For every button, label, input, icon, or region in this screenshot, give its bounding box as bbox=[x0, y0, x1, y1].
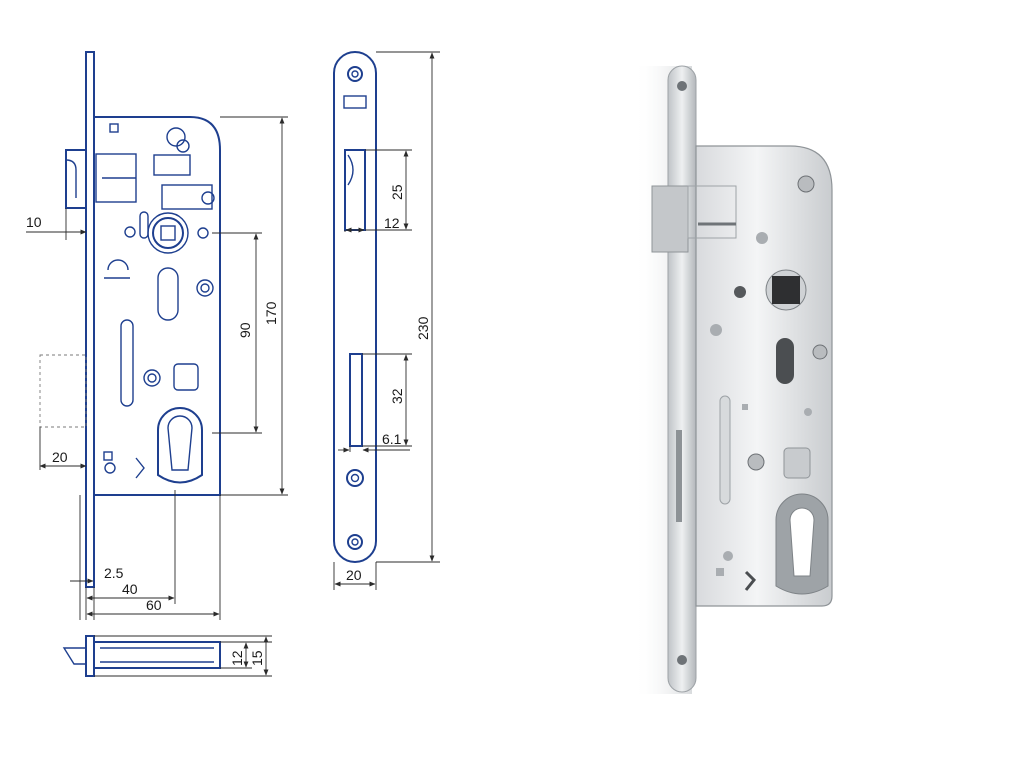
cylinder-cutout bbox=[157, 407, 203, 484]
latch-slot bbox=[344, 149, 366, 231]
dim-latch-projection: 10 bbox=[26, 214, 42, 230]
dim-center-distance: 90 bbox=[237, 322, 253, 338]
latch-bolt bbox=[65, 149, 87, 209]
dim-plate-thickness: 15 bbox=[249, 650, 265, 666]
photo-latch bbox=[651, 185, 689, 253]
dim-lock-height: 170 bbox=[263, 301, 279, 325]
photo-faceplate bbox=[667, 65, 697, 693]
dim-case-depth: 60 bbox=[146, 597, 162, 613]
follower-hub bbox=[152, 217, 184, 249]
dim-total-length: 230 bbox=[415, 316, 431, 340]
dim-plate-width: 20 bbox=[346, 567, 362, 583]
faceplate-view bbox=[333, 51, 377, 563]
lock-case bbox=[94, 116, 221, 496]
dim-case-thickness: 12 bbox=[229, 650, 245, 666]
dim-bolt-slot-height: 32 bbox=[389, 388, 405, 404]
front-view bbox=[39, 51, 221, 588]
mortise-lock-photo bbox=[634, 65, 833, 694]
faceplate-side bbox=[85, 51, 95, 588]
faceplate-front bbox=[333, 51, 377, 563]
bolt-slot bbox=[349, 353, 363, 447]
front-dimensions: 10 20 170 90 2.5 40 60 bbox=[26, 116, 288, 620]
dim-bolt-slot-width: 6.1 bbox=[382, 431, 402, 447]
dim-bolt-projection: 20 bbox=[52, 449, 68, 465]
bottom-view: 12 15 bbox=[62, 635, 272, 677]
dim-backset: 40 bbox=[122, 581, 138, 597]
hidden-deadbolt bbox=[39, 354, 87, 428]
dim-faceplate-thickness: 2.5 bbox=[104, 565, 124, 581]
dim-latch-slot-width: 12 bbox=[384, 215, 400, 231]
dim-latch-slot-height: 25 bbox=[389, 184, 405, 200]
faceplate-dimensions: 25 12 230 32 6.1 20 bbox=[333, 51, 440, 590]
